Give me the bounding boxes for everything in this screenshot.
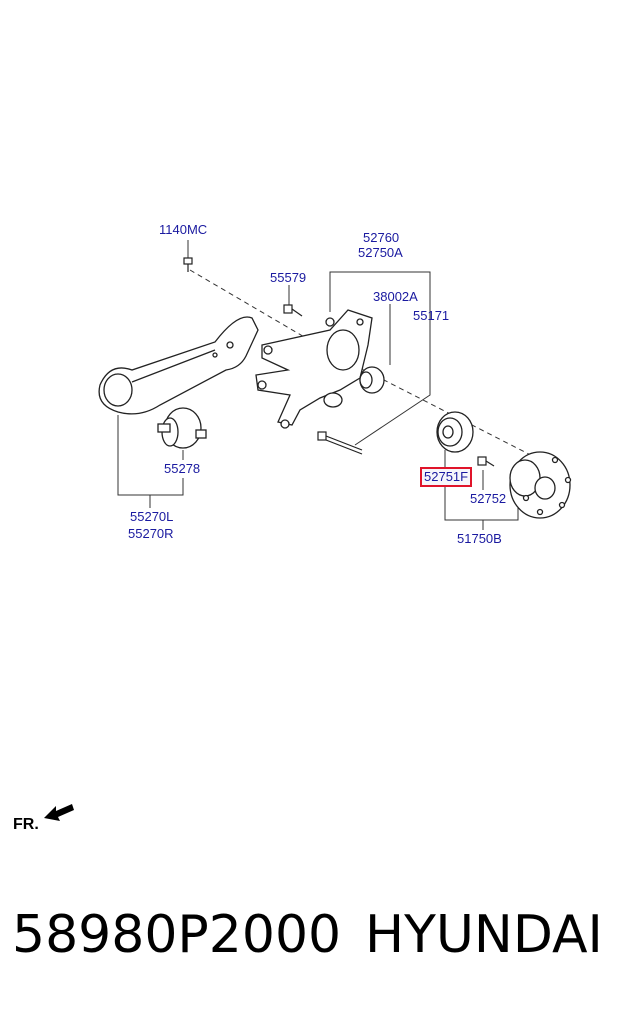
cap-52751f-icon [436, 411, 474, 453]
leader-lines [117, 240, 519, 530]
label-55171: 55171 [413, 308, 450, 323]
footer-brand: HYUNDAI [365, 905, 603, 965]
label-51750b: 51750B [457, 531, 502, 546]
label-52751f-highlighted[interactable]: 52751F [420, 467, 473, 487]
bolt-55579-icon [283, 304, 303, 317]
footer-part-number: 58980P2000 [12, 905, 342, 965]
bolt-1140mc-icon [183, 257, 193, 272]
label-55270r: 55270R [128, 526, 174, 541]
footer: 58980P2000 HYUNDAI [0, 905, 620, 975]
label-52752: 52752 [470, 491, 507, 506]
label-55579: 55579 [270, 270, 307, 285]
trailing-arm-icon [98, 316, 259, 415]
label-38002a: 38002A [373, 289, 418, 304]
front-arrow-icon [44, 804, 74, 821]
label-55270l: 55270L [130, 509, 174, 524]
bushing-38002a-icon [359, 366, 385, 394]
knuckle-icon [255, 309, 373, 429]
bushing-55278-icon [157, 407, 207, 449]
front-indicator-label: FR. [13, 816, 39, 833]
label-52750a: 52750A [358, 245, 403, 260]
centerline-1 [189, 269, 336, 356]
label-55278: 55278 [164, 461, 201, 476]
wheel-hub-icon [509, 451, 572, 519]
bolt-52752-icon [477, 456, 495, 467]
label-52760: 52760 [363, 230, 400, 245]
bolt-55171-icon [317, 431, 363, 455]
centerline-2 [334, 354, 561, 471]
label-1140mc: 1140MC [159, 222, 208, 237]
